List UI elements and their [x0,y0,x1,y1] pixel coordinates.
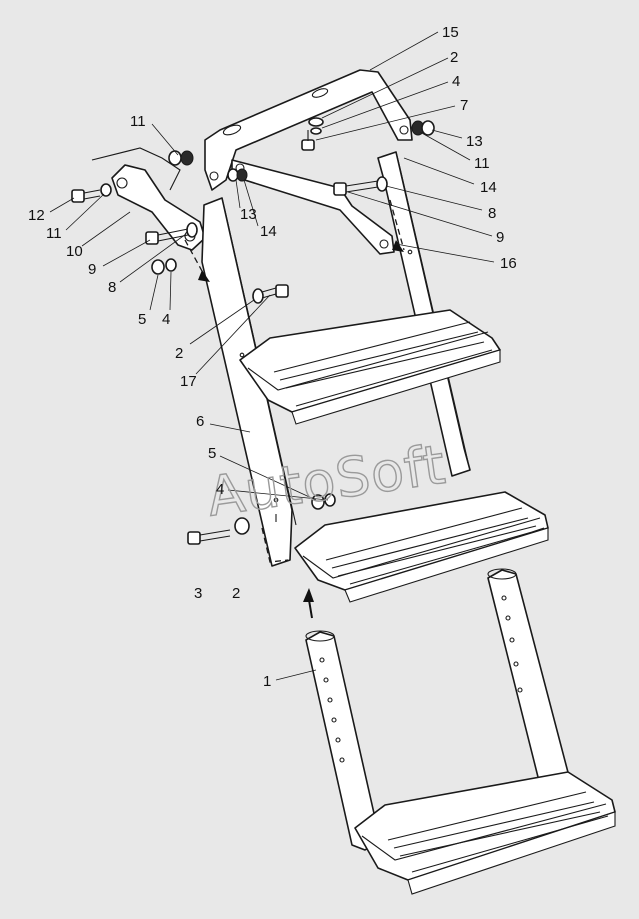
callout-2: 2 [450,49,458,66]
callout-16: 16 [500,255,517,272]
callout-6: 6 [196,413,204,430]
callout-11: 11 [46,225,62,242]
callout-9: 9 [496,229,504,246]
callout-11: 11 [130,113,146,130]
callout-17: 17 [180,373,197,390]
callout-11: 11 [474,155,490,172]
callout-4: 4 [452,73,460,90]
lower-ladder-part-1 [305,568,616,895]
callout-5: 5 [208,445,216,462]
callout-13: 13 [240,206,257,223]
callout-2: 2 [175,345,183,362]
top-bracket-part-15 [204,69,413,191]
callout-4: 4 [162,311,170,328]
callout-9: 9 [88,261,96,278]
callout-14: 14 [480,179,497,196]
up-arrow-icon [308,599,313,619]
upper-ladder-frame-part-6 [201,151,549,603]
callout-12: 12 [28,207,45,224]
callout-1: 1 [263,673,271,690]
callout-15: 15 [442,24,459,41]
leader-lines [49,31,495,681]
assembly-guides [184,199,405,619]
callout-4: 4 [216,481,224,498]
callout-8: 8 [488,205,496,222]
callout-13: 13 [466,133,483,150]
callout-3: 3 [194,585,202,602]
callout-7: 7 [460,97,468,114]
callout-2: 2 [232,585,240,602]
callout-10: 10 [66,243,83,260]
callout-5: 5 [138,311,146,328]
callout-14: 14 [260,223,277,240]
callout-labels: 15 2 4 7 13 11 14 8 9 16 11 13 14 12 11 … [28,24,517,690]
callout-8: 8 [108,279,116,296]
